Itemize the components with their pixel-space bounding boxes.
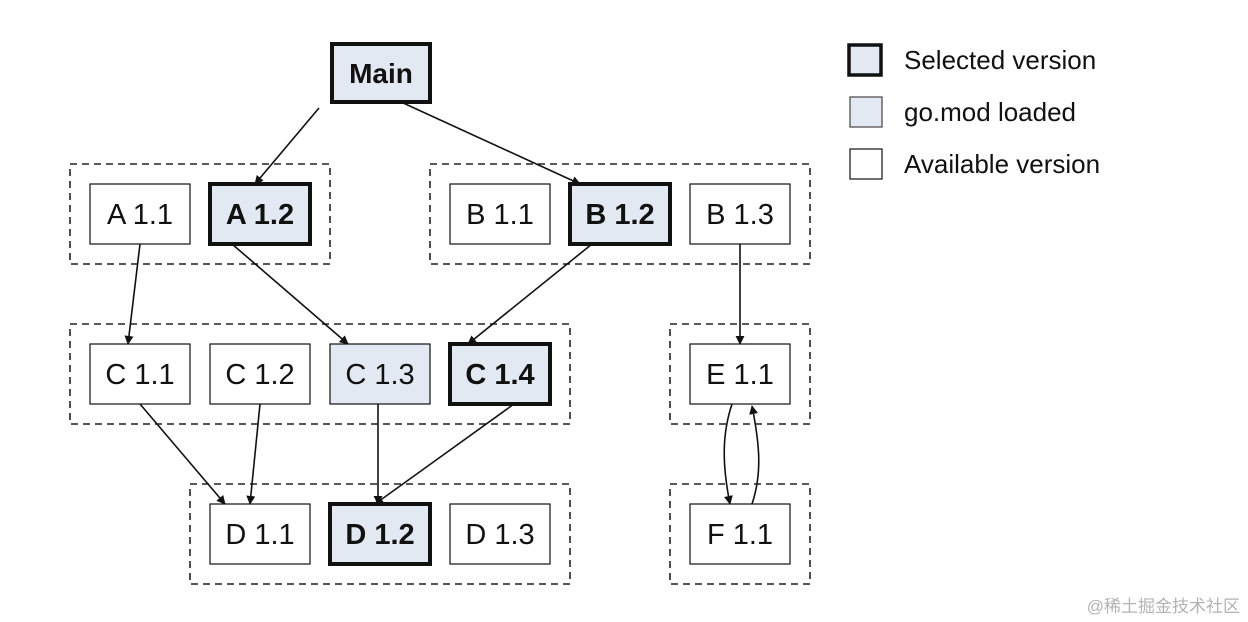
node-c-1-4: C 1.4 [448,342,552,406]
node-b-1-2-box [568,182,672,246]
edge-a-1-1-to-c-1-1 [124,243,141,345]
node-d-1-1: D 1.1 [209,503,311,565]
node-b-1-3-label: B 1.3 [706,199,774,231]
node-b-1-2-label: B 1.2 [585,199,654,231]
legend-loaded-swatch [849,96,883,128]
node-c-1-1-box [89,343,191,405]
edge-a-1-2-to-c-1-3 [231,243,349,345]
node-d-1-3-label: D 1.3 [465,519,534,551]
node-a-1-1-box [89,183,191,245]
node-b-1-1-box [449,183,551,245]
node-a-1-1-label: A 1.1 [107,199,173,231]
watermark: @稀土掘金技术社区 [1087,597,1240,616]
node-b-1-3-box [689,183,791,245]
edge-c-1-1-to-d-1-1 [139,403,226,505]
edge-c-1-2-to-d-1-1 [246,403,261,505]
node-b-1-1: B 1.1 [449,183,551,245]
node-c-1-4-label: C 1.4 [465,359,534,391]
node-a-1-2: A 1.2 [208,182,312,246]
node-c-1-4-box [448,342,552,406]
node-c-1-1: C 1.1 [89,343,191,405]
dependency-edges [124,101,760,505]
node-a-1-1: A 1.1 [89,183,191,245]
node-d-1-3-box [449,503,551,565]
legend-available-swatch [849,148,883,180]
node-main-label: Main [349,58,413,89]
legend-available-label: Available version [904,149,1100,179]
node-b-1-1-label: B 1.1 [466,199,534,231]
node-c-1-3-label: C 1.3 [345,359,414,391]
edge-main-to-b-1-2 [400,101,581,185]
legend-selected-label: Selected version [904,45,1096,75]
node-e-1-1-label: E 1.1 [706,359,774,391]
node-c-1-2-label: C 1.2 [225,359,294,391]
legend-loaded-label: go.mod loaded [904,97,1076,127]
node-d-1-1-box [209,503,311,565]
node-d-1-2: D 1.2 [328,502,432,566]
edge-f-1-1-to-e-1-1 [749,405,760,505]
node-d-1-1-label: D 1.1 [225,519,294,551]
edge-main-to-a-1-2 [254,107,320,185]
edge-e-1-1-to-f-1-1 [723,403,733,505]
node-c-1-1-label: C 1.1 [105,359,174,391]
node-a-1-2-box [208,182,312,246]
node-d-1-2-label: D 1.2 [345,519,414,551]
node-main: Main [330,42,432,104]
legend-selected-swatch [847,43,883,77]
node-f-1-1-box [689,503,791,565]
node-b-1-3: B 1.3 [689,183,791,245]
node-c-1-2: C 1.2 [209,343,311,405]
edge-c-1-4-to-d-1-2 [374,403,515,505]
node-c-1-2-box [209,343,311,405]
edge-b-1-2-to-c-1-4 [467,243,593,345]
node-b-1-2: B 1.2 [568,182,672,246]
node-e-1-1-box [689,343,791,405]
node-d-1-2-box [328,502,432,566]
node-d-1-3: D 1.3 [449,503,551,565]
node-a-1-2-label: A 1.2 [226,199,294,231]
legend: Selected version go.mod loaded Available… [847,43,1100,180]
node-f-1-1: F 1.1 [689,503,791,565]
node-main-box [330,42,432,104]
node-c-1-3: C 1.3 [329,343,431,405]
node-f-1-1-label: F 1.1 [707,519,773,551]
node-c-1-3-box [329,343,431,405]
node-e-1-1: E 1.1 [689,343,791,405]
